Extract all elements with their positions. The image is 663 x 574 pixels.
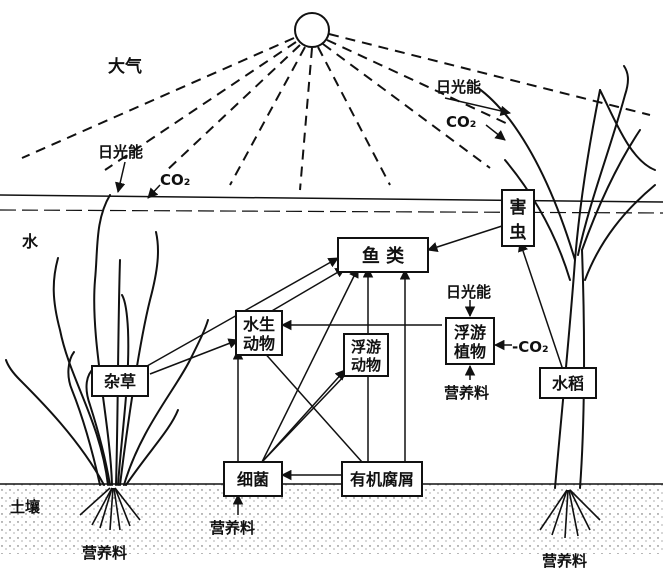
- sunlight-left-label: 日光能: [98, 143, 143, 161]
- rice-plant: [478, 66, 655, 488]
- rice-label: 水稻: [552, 374, 584, 393]
- co2-left-label: CO₂: [160, 171, 190, 189]
- arrow-sun-to-weeds: [118, 162, 125, 192]
- box-rice: 水稻: [540, 368, 596, 398]
- zooplankton-label-2: 动物: [351, 356, 381, 374]
- atmosphere-label: 大气: [108, 56, 142, 77]
- nutrients-right-label: 营养料: [542, 552, 587, 570]
- bacteria-label: 细菌: [237, 470, 269, 489]
- sunlight-plankton-label: 日光能: [446, 283, 491, 301]
- aquatic-animal-label-2: 动物: [243, 334, 275, 353]
- flow-arrows: [118, 98, 563, 515]
- box-aquatic-animal: 水生 动物: [236, 311, 282, 355]
- nutrients-left-label: 营养料: [82, 544, 127, 562]
- pest-label-1: 害: [510, 197, 527, 218]
- phytoplankton-label-2: 植物: [453, 342, 486, 361]
- arrow-co2-to-rice: [486, 125, 505, 140]
- box-fish: 鱼 类: [338, 238, 428, 272]
- box-weeds: 杂草: [92, 366, 148, 396]
- nutrients-bottom-label: 营养料: [210, 519, 255, 537]
- arrow-sun-to-rice: [445, 98, 510, 113]
- line-zooplankton-to-bacteria: [262, 372, 348, 462]
- sunlight-right-label: 日光能: [436, 78, 481, 96]
- co2-plankton-label: -CO₂: [512, 338, 549, 356]
- fish-label: 鱼 类: [362, 245, 405, 267]
- box-detritus: 有机腐屑: [342, 462, 422, 496]
- zooplankton-label-1: 浮游: [351, 338, 381, 356]
- co2-right-label: CO₂: [446, 113, 476, 131]
- box-phytoplankton: 浮游 植物: [446, 318, 494, 364]
- box-zooplankton: 浮游 动物: [344, 334, 388, 376]
- weeds-label: 杂草: [104, 372, 136, 391]
- water-surface-line-2: [0, 210, 663, 213]
- water-label: 水: [22, 232, 39, 251]
- phytoplankton-label-1: 浮游: [454, 323, 486, 342]
- pest-label-2: 虫: [510, 222, 527, 243]
- arrow-pest-to-fish: [428, 226, 502, 250]
- soil-label: 土壤: [10, 498, 41, 516]
- box-bacteria: 细菌: [224, 462, 282, 496]
- water-surface-line: [0, 195, 663, 202]
- detritus-label: 有机腐屑: [350, 470, 414, 489]
- aquatic-animal-label-1: 水生: [243, 315, 275, 334]
- box-pest: 害 虫: [502, 190, 534, 246]
- nutrients-plankton-label: 营养料: [444, 384, 489, 402]
- sun-icon: [295, 13, 329, 47]
